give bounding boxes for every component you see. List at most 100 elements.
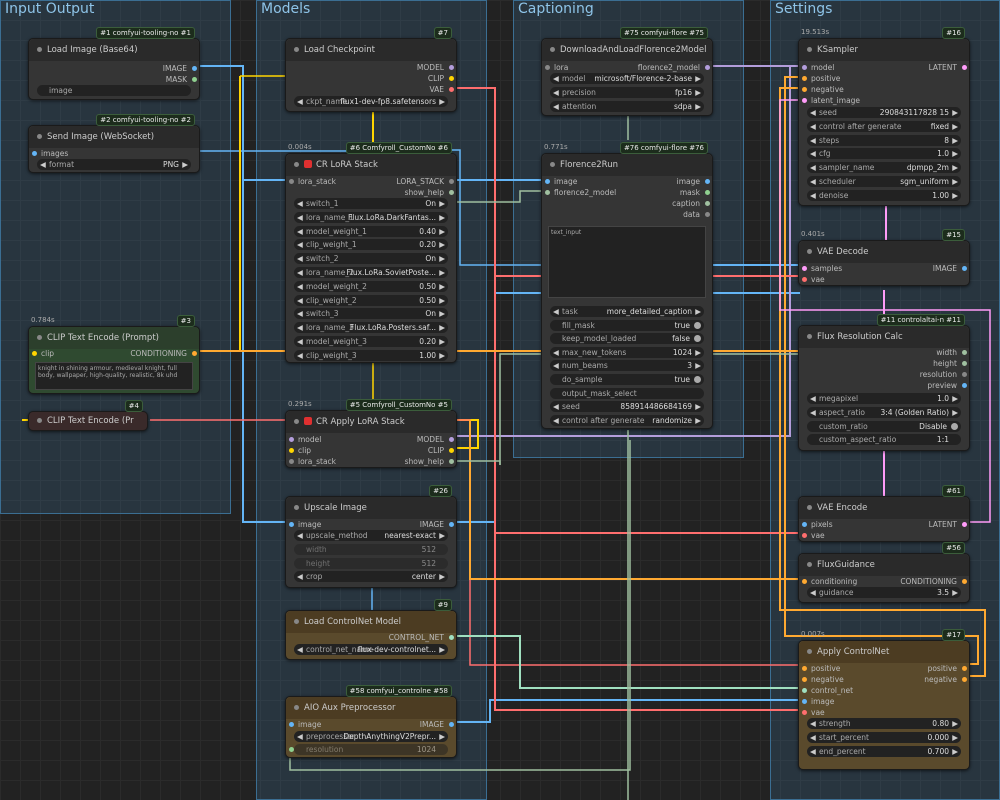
slot-dot-icon[interactable] xyxy=(449,522,454,527)
collapse-dot-icon[interactable] xyxy=(807,649,812,654)
text-input-area[interactable]: text_input xyxy=(548,226,706,298)
collapse-dot-icon[interactable] xyxy=(37,47,42,52)
slot-dot-icon[interactable] xyxy=(962,579,967,584)
slot-dot-icon[interactable] xyxy=(449,87,454,92)
slot-dot-icon[interactable] xyxy=(449,65,454,70)
decrement-arrow-icon[interactable]: ◀ xyxy=(297,281,303,291)
increment-arrow-icon[interactable]: ▶ xyxy=(695,361,701,371)
slot-dot-icon[interactable] xyxy=(192,66,197,71)
node-florence2-run[interactable]: 0.771s #76 comfyui-flore #76 Florence2Ru… xyxy=(541,142,713,429)
slot-dot-icon[interactable] xyxy=(545,179,550,184)
slot-dot-icon[interactable] xyxy=(192,351,197,356)
output-caption[interactable]: caption xyxy=(672,199,700,208)
decrement-arrow-icon[interactable]: ◀ xyxy=(553,74,559,83)
decrement-arrow-icon[interactable]: ◀ xyxy=(810,719,816,728)
slot-dot-icon[interactable] xyxy=(289,437,294,442)
output-height[interactable]: height xyxy=(933,359,957,368)
slot-dot-icon[interactable] xyxy=(449,179,454,184)
decrement-arrow-icon[interactable]: ◀ xyxy=(810,190,816,200)
output-model[interactable]: MODEL xyxy=(416,63,444,72)
input-clip[interactable]: clip xyxy=(298,446,312,455)
collapse-dot-icon[interactable] xyxy=(807,505,812,510)
increment-arrow-icon[interactable]: ▶ xyxy=(439,281,445,291)
slot-dot-icon[interactable] xyxy=(705,179,710,184)
increment-arrow-icon[interactable]: ▶ xyxy=(695,402,701,412)
slot-dot-icon[interactable] xyxy=(802,710,807,715)
output-model[interactable]: MODEL xyxy=(416,435,444,444)
increment-arrow-icon[interactable]: ▶ xyxy=(952,121,958,131)
slot-dot-icon[interactable] xyxy=(802,677,807,682)
increment-arrow-icon[interactable]: ▶ xyxy=(952,135,958,145)
slot-dot-icon[interactable] xyxy=(705,212,710,217)
decrement-arrow-icon[interactable]: ◀ xyxy=(553,415,559,425)
output-image[interactable]: image xyxy=(676,177,700,186)
decrement-arrow-icon[interactable]: ◀ xyxy=(297,531,303,540)
slot-dot-icon[interactable] xyxy=(545,65,550,70)
output-resolution[interactable]: resolution xyxy=(919,370,957,379)
output-data[interactable]: data xyxy=(683,210,700,219)
increment-arrow-icon[interactable]: ▶ xyxy=(439,226,445,236)
increment-arrow-icon[interactable]: ▶ xyxy=(952,407,958,417)
slot-dot-icon[interactable] xyxy=(802,76,807,81)
slot-dot-icon[interactable] xyxy=(802,522,807,527)
input-clip[interactable]: clip xyxy=(41,349,55,358)
collapse-dot-icon[interactable] xyxy=(37,134,42,139)
slot-dot-icon[interactable] xyxy=(962,372,967,377)
decrement-arrow-icon[interactable]: ◀ xyxy=(810,177,816,186)
input-lora[interactable]: lora xyxy=(554,63,569,72)
decrement-arrow-icon[interactable]: ◀ xyxy=(810,746,816,756)
slot-dot-icon[interactable] xyxy=(802,688,807,693)
input-vae[interactable]: vae xyxy=(811,275,825,284)
node-aio-aux-preprocessor[interactable]: #58 comfyui_controlne #58 AIO Aux Prepro… xyxy=(285,685,457,758)
increment-arrow-icon[interactable]: ▶ xyxy=(439,295,445,305)
slot-dot-icon[interactable] xyxy=(289,459,294,464)
input-image[interactable]: image xyxy=(298,720,322,729)
node-title-bar[interactable]: CR Apply LoRA Stack xyxy=(286,411,456,433)
output-latent[interactable]: LATENT xyxy=(928,520,957,529)
node-cr-lora-stack[interactable]: 0.004s #6 Comfyroll_CustomNo #6 CR LoRA … xyxy=(285,142,457,363)
slot-dot-icon[interactable] xyxy=(449,448,454,453)
slot-dot-icon[interactable] xyxy=(705,190,710,195)
slot-dot-icon[interactable] xyxy=(802,277,807,282)
decrement-arrow-icon[interactable]: ◀ xyxy=(810,149,816,159)
node-title-bar[interactable]: Florence2Run xyxy=(542,154,712,176)
node-title-bar[interactable]: Load Image (Base64) xyxy=(29,39,199,61)
node-title-bar[interactable]: FluxGuidance xyxy=(799,554,969,576)
input-model[interactable]: model xyxy=(811,63,835,72)
node-load-checkpoint[interactable]: #7 Load Checkpoint MODEL CLIP VAE ◀ckpt_… xyxy=(285,27,457,112)
node-title-bar[interactable]: Load ControlNet Model xyxy=(286,611,456,633)
increment-arrow-icon[interactable]: ▶ xyxy=(952,732,958,742)
input-model[interactable]: model xyxy=(298,435,322,444)
collapse-dot-icon[interactable] xyxy=(807,562,812,567)
slot-dot-icon[interactable] xyxy=(962,65,967,70)
output-image[interactable]: IMAGE xyxy=(419,520,444,529)
increment-arrow-icon[interactable]: ▶ xyxy=(695,74,701,83)
input-images[interactable]: images xyxy=(41,149,69,158)
slot-dot-icon[interactable] xyxy=(449,190,454,195)
node-send-image[interactable]: #2 comfyui-tooling-no #2 Send Image (Web… xyxy=(28,114,200,173)
output-conditioning[interactable]: CONDITIONING xyxy=(900,577,957,586)
output-latent[interactable]: LATENT xyxy=(928,63,957,72)
collapse-dot-icon[interactable] xyxy=(294,419,299,424)
input-positive[interactable]: positive xyxy=(811,74,841,83)
node-florence2-loader[interactable]: #75 comfyui-flore #75 DownloadAndLoadFlo… xyxy=(541,27,713,116)
decrement-arrow-icon[interactable]: ◀ xyxy=(810,407,816,417)
